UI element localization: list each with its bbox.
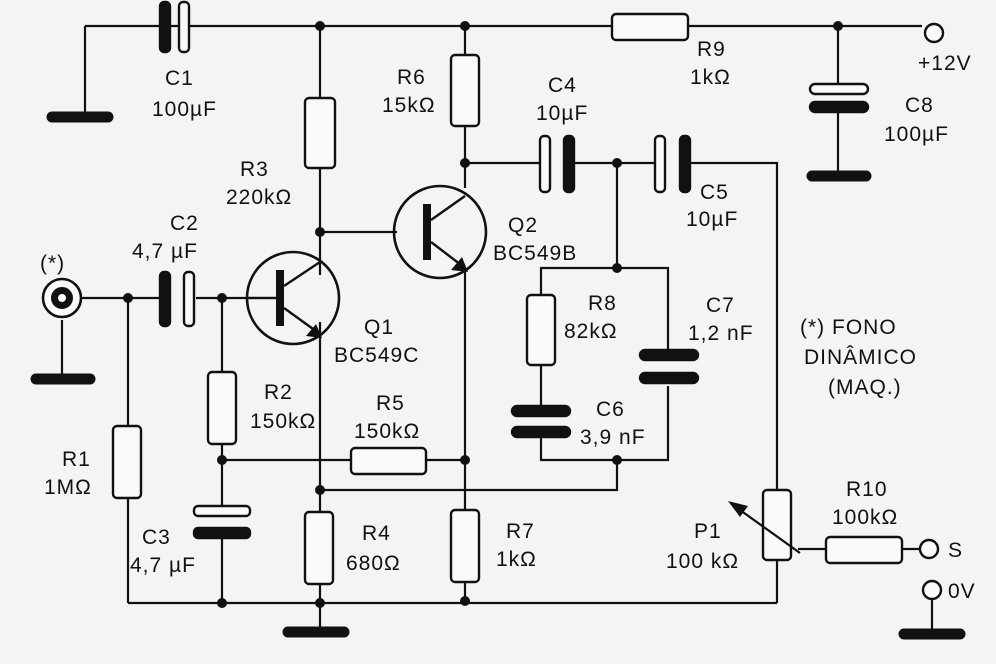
label-input-mark: (*) bbox=[40, 252, 65, 275]
ground-symbols bbox=[30, 111, 966, 640]
capacitors bbox=[158, 0, 870, 540]
label-note-line1: (*) FONO bbox=[800, 316, 897, 339]
resistors bbox=[111, 12, 904, 586]
label-r5-name: R5 bbox=[376, 392, 405, 415]
label-r10-value: 100kΩ bbox=[832, 506, 898, 529]
label-r8-value: 82kΩ bbox=[564, 320, 618, 343]
resistor-r6 bbox=[449, 53, 481, 128]
label-out-s: S bbox=[948, 539, 963, 562]
resistor-r1 bbox=[111, 424, 143, 500]
capacitor-c5 bbox=[653, 134, 692, 194]
terminal-0v bbox=[921, 579, 943, 601]
label-c5-value: 10µF bbox=[686, 208, 738, 231]
label-note-line3: (MAQ.) bbox=[828, 376, 902, 399]
capacitor-c2 bbox=[158, 270, 196, 328]
label-r2-value: 150kΩ bbox=[250, 410, 316, 433]
label-r8-name: R8 bbox=[588, 292, 617, 315]
labels: C1 100µF C2 4,7 µF (*) R3 220kΩ R6 15kΩ … bbox=[40, 38, 976, 603]
transistor-q2 bbox=[392, 184, 488, 280]
p1-arrow-icon bbox=[728, 501, 748, 517]
capacitor-c4 bbox=[538, 134, 576, 194]
q2-emitter-arrow-icon bbox=[451, 257, 468, 272]
capacitor-c7 bbox=[638, 348, 700, 385]
label-r7-name: R7 bbox=[506, 520, 535, 543]
p1-wiper bbox=[739, 509, 801, 554]
resistor-r2 bbox=[206, 370, 238, 446]
label-q2-name: Q2 bbox=[508, 214, 538, 237]
label-r5-value: 150kΩ bbox=[354, 420, 420, 443]
resistor-r3 bbox=[303, 96, 337, 170]
junctions bbox=[123, 21, 843, 608]
label-c4-value: 10µF bbox=[536, 102, 588, 125]
label-r1-name: R1 bbox=[62, 448, 91, 471]
label-c6-value: 3,9 nF bbox=[580, 426, 646, 449]
resistor-r10 bbox=[824, 535, 904, 565]
capacitor-c3 bbox=[192, 504, 252, 540]
capacitor-c8 bbox=[808, 82, 870, 114]
resistor-r5 bbox=[349, 446, 428, 476]
label-note-line2: DINÂMICO bbox=[804, 346, 917, 369]
label-c2-value: 4,7 µF bbox=[132, 240, 198, 263]
label-q1-name: Q1 bbox=[364, 316, 394, 339]
terminal-vcc bbox=[923, 22, 945, 44]
label-vcc: +12V bbox=[918, 52, 972, 75]
label-c6-name: C6 bbox=[596, 398, 625, 421]
potentiometer-p1 bbox=[761, 488, 793, 562]
label-out-0v: 0V bbox=[948, 580, 976, 603]
label-p1-name: P1 bbox=[694, 520, 722, 543]
label-r9-name: R9 bbox=[697, 38, 726, 61]
label-r4-name: R4 bbox=[362, 522, 391, 545]
label-c7-name: C7 bbox=[706, 294, 735, 317]
label-r10-name: R10 bbox=[846, 478, 888, 501]
capacitor-c6 bbox=[510, 404, 572, 439]
label-c3-value: 4,7 µF bbox=[130, 554, 196, 577]
label-c7-value: 1,2 nF bbox=[688, 322, 754, 345]
label-r7-value: 1kΩ bbox=[496, 548, 537, 571]
label-r4-value: 680Ω bbox=[346, 552, 401, 575]
label-c1-name: C1 bbox=[165, 67, 194, 90]
label-c2-name: C2 bbox=[170, 212, 199, 235]
label-q1-type: BC549C bbox=[334, 344, 419, 367]
label-c8-name: C8 bbox=[905, 94, 934, 117]
label-c8-value: 100µF bbox=[884, 123, 949, 146]
q1-emitter-arrow-icon bbox=[306, 324, 322, 338]
resistor-r8 bbox=[525, 293, 557, 367]
wires bbox=[60, 24, 934, 632]
label-c4-name: C4 bbox=[548, 74, 577, 97]
resistor-r4 bbox=[303, 510, 335, 586]
label-r9-value: 1kΩ bbox=[690, 66, 731, 89]
label-r6-value: 15kΩ bbox=[382, 94, 436, 117]
label-c1-value: 100µF bbox=[152, 98, 217, 121]
capacitor-c1 bbox=[158, 0, 191, 54]
resistor-r9 bbox=[610, 12, 690, 42]
label-c5-name: C5 bbox=[700, 181, 729, 204]
terminals bbox=[41, 22, 945, 601]
label-q2-type: BC549B bbox=[493, 242, 577, 265]
label-c3-name: C3 bbox=[142, 526, 171, 549]
label-r6-name: R6 bbox=[397, 66, 426, 89]
label-r2-name: R2 bbox=[264, 381, 293, 404]
label-r3-name: R3 bbox=[240, 158, 269, 181]
transistor-q1 bbox=[245, 250, 341, 346]
label-p1-value: 100 kΩ bbox=[666, 550, 739, 573]
label-r1-value: 1MΩ bbox=[44, 476, 92, 499]
resistor-r7 bbox=[449, 508, 481, 584]
label-r3-value: 220kΩ bbox=[226, 186, 292, 209]
terminal-s bbox=[918, 538, 940, 560]
